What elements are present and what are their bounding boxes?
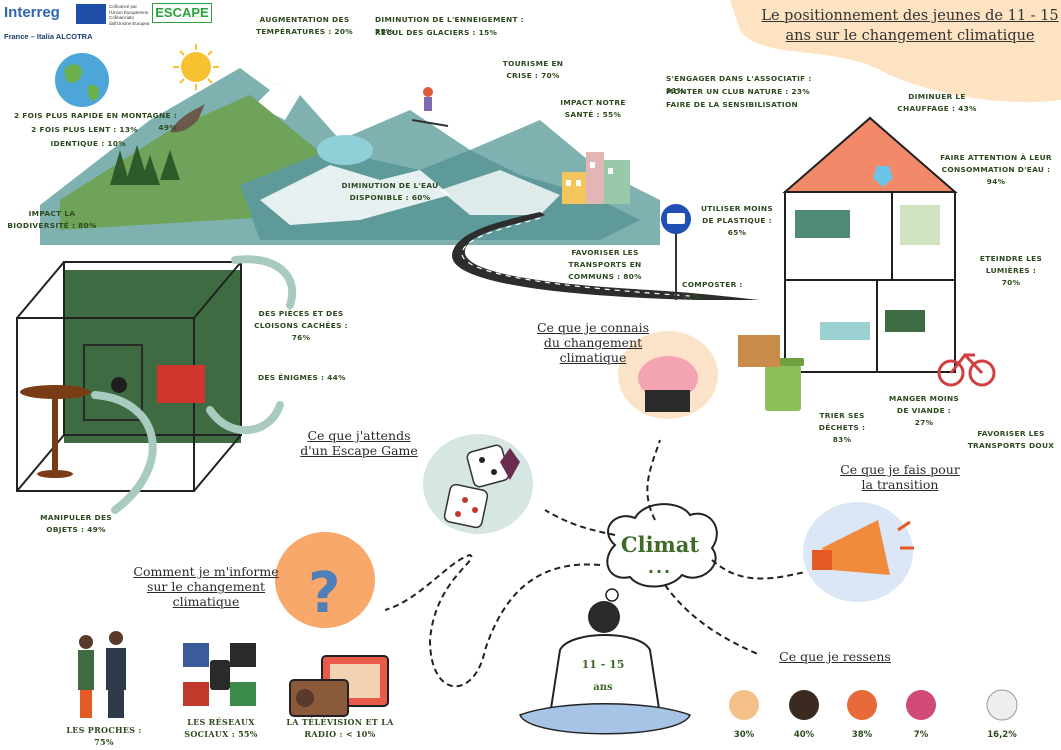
page-title: Le positionnement des jeunes de 11 - 15 … <box>761 8 1059 44</box>
label-meat: MANGER MOINS DE VIANDE : 27% <box>888 394 960 427</box>
label-associative: S'ENGAGER DANS L'ASSOCIATIF : 21% <box>666 74 812 95</box>
skier <box>411 87 449 127</box>
section-knowledge: Ce que je connais du changement climatiq… <box>536 320 650 365</box>
section-feelings: Ce que je ressens <box>779 649 891 664</box>
info-source-label: LES RÉSEAUX SOCIAUX : 55% <box>184 717 258 739</box>
eu-flag-icon <box>76 4 106 24</box>
label-water-use: FAIRE ATTENTION À LEUR CONSOMMATION D'EA… <box>940 153 1052 186</box>
bus-stop-sign <box>661 204 691 300</box>
eu-cofinancing-text: Cofinancé par l'Union Européenne Cofinan… <box>109 4 150 26</box>
feeling-percent: 38% <box>851 730 873 740</box>
megaphone-icon <box>812 520 914 575</box>
feeling-percent: 7% <box>913 730 929 740</box>
house <box>738 116 996 411</box>
sun <box>173 44 219 90</box>
label-puzzles: DES ÉNIGMES : 44% <box>258 373 346 382</box>
cloud-word: Climat <box>620 532 700 557</box>
earth-globe <box>55 53 109 107</box>
family-icon <box>78 631 126 718</box>
label-identical: IDENTIQUE : 10% <box>50 139 126 148</box>
dice-icon <box>443 444 520 529</box>
interreg-logo: Interreg <box>4 4 60 21</box>
village <box>562 152 630 204</box>
program-subtitle: France – Italia ALCOTRA <box>4 32 93 41</box>
label-objects: MANIPULER DES OBJETS : 49% <box>40 513 112 534</box>
info-source-label: LA TÉLÉVISION ET LA RADIO : < 10% <box>286 717 394 739</box>
label-hidden-rooms: DES PIÈCES ET DES CLOISONS CACHÉES : 76% <box>254 309 348 342</box>
tv-radio-icon <box>289 655 389 717</box>
label-snow: DIMINUTION DE L'ENNEIGEMENT : 75% <box>375 15 524 36</box>
info-source-label: LES PROCHES : 75% <box>66 725 142 747</box>
label-mountain-fast: 2 FOIS PLUS RAPIDE EN MONTAGNE : 49% <box>13 111 177 132</box>
section-info: Comment je m'informe sur le changement c… <box>133 564 279 609</box>
section-actions: Ce que je fais pour la transition <box>840 462 960 492</box>
label-nature-club: MONTER UN CLUB NATURE : 23% <box>666 87 811 96</box>
label-health: IMPACT NOTRE SANTÉ : 55% <box>560 98 626 119</box>
cloud-dots: ... <box>647 558 673 577</box>
bird <box>170 104 205 133</box>
social-networks-icon <box>183 643 256 706</box>
label-water: DIMINUTION DE L'EAU DISPONIBLE : 60% <box>341 181 439 202</box>
thought-cloud <box>601 503 718 613</box>
shirt-age-range: 11 - 15 <box>581 658 625 671</box>
feeling-percent: 40% <box>793 730 815 740</box>
label-glaciers: RECUL DES GLACIERS : 15% <box>375 28 498 37</box>
brain-icon <box>638 356 698 412</box>
label-temperature: AUGMENTATION DES TEMPÉRATURES : 20% <box>255 15 354 36</box>
label-sorting: TRIER SES DÉCHETS : 83% <box>818 411 866 444</box>
escape-cube <box>16 261 242 492</box>
label-awareness: FAIRE DE LA SENSIBILISATION <box>666 100 799 109</box>
label-lights: ETEINDRE LES LUMIÈRES : 70% <box>979 254 1043 287</box>
lake <box>317 135 373 165</box>
shirt-age-unit: ans <box>593 682 613 693</box>
label-tourism: TOURISME EN CRISE : 70% <box>502 59 564 80</box>
label-plastic: UTILISER MOINS DE PLASTIQUE : 65% <box>701 204 773 237</box>
label-soft-transport: FAVORISER LES TRANSPORTS DOUX <box>967 429 1055 450</box>
label-biodiversity: IMPACT LA BIODIVERSITÉ : 80% <box>7 209 97 230</box>
thinking-person <box>519 601 691 735</box>
question-mark-icon: ? <box>308 561 340 626</box>
label-public-transport: FAVORISER LES TRANSPORTS EN COMMUNS : 80… <box>568 248 642 281</box>
feeling-faces <box>729 689 1018 721</box>
question-blob <box>275 532 375 628</box>
escape-logo: ESCAPE <box>152 3 212 23</box>
section-expectations: Ce que j'attends d'un Escape Game <box>300 428 418 458</box>
label-heating: DIMINUER LE CHAUFFAGE : 43% <box>897 92 977 113</box>
dashed-connectors <box>384 439 806 688</box>
feeling-percent: 16,2% <box>987 730 1017 740</box>
title-blob <box>730 0 1061 103</box>
feeling-percent: 30% <box>733 730 755 740</box>
label-mountain-slow: 2 FOIS PLUS LENT : 13% <box>31 125 138 134</box>
label-compost: COMPOSTER : 42% <box>682 280 743 301</box>
